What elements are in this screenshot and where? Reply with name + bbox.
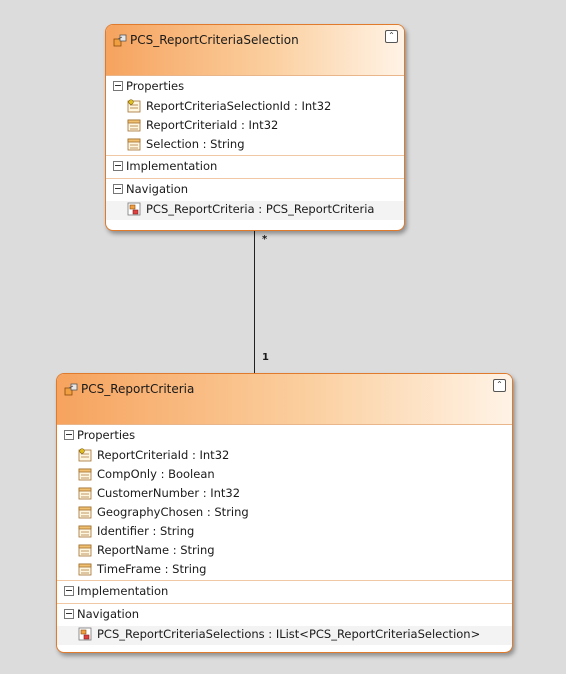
property-row[interactable]: ReportCriteriaId : Int32 — [106, 117, 404, 136]
section-label: Implementation — [126, 159, 218, 173]
multiplicity-many: * — [262, 234, 268, 245]
property-text: TimeFrame : String — [97, 562, 207, 576]
property-row[interactable]: ReportCriteriaId : Int32 — [57, 447, 512, 466]
property-row[interactable]: CompOnly : Boolean — [57, 466, 512, 485]
property-text: ReportName : String — [97, 543, 215, 557]
collapse-toggle-icon[interactable] — [113, 184, 123, 194]
divider — [106, 155, 404, 156]
entity-type-icon — [64, 383, 78, 396]
property-text: ReportCriteriaId : Int32 — [146, 118, 279, 132]
entity-header[interactable]: PCS_ReportCriteria ⌃ — [57, 374, 512, 425]
section-label: Implementation — [77, 584, 169, 598]
property-icon — [78, 487, 92, 500]
property-text: Selection : String — [146, 137, 245, 151]
property-text: Identifier : String — [97, 524, 195, 538]
property-icon — [127, 119, 141, 132]
property-row[interactable]: TimeFrame : String — [57, 561, 512, 580]
property-icon — [78, 563, 92, 576]
collapse-toggle-icon[interactable] — [113, 161, 123, 171]
section-label: Properties — [77, 428, 136, 442]
section-properties[interactable]: Properties — [57, 425, 512, 447]
property-text: PCS_ReportCriteriaSelections : IList<PCS… — [97, 627, 481, 641]
property-row[interactable]: ReportName : String — [57, 542, 512, 561]
section-label: Navigation — [126, 182, 189, 196]
entity-title: PCS_ReportCriteriaSelection — [130, 33, 299, 47]
section-implementation[interactable]: Implementation — [106, 156, 404, 178]
navigation-property-row[interactable]: PCS_ReportCriteria : PCS_ReportCriteria — [106, 201, 404, 220]
divider — [57, 580, 512, 581]
navigation-property-icon — [127, 202, 141, 216]
property-text: CompOnly : Boolean — [97, 467, 215, 481]
property-row[interactable]: ReportCriteriaSelectionId : Int32 — [106, 98, 404, 117]
collapse-toggle-icon[interactable] — [64, 586, 74, 596]
property-text: ReportCriteriaSelectionId : Int32 — [146, 99, 332, 113]
property-text: ReportCriteriaId : Int32 — [97, 448, 230, 462]
key-property-icon — [127, 99, 141, 113]
key-property-icon — [78, 448, 92, 462]
section-properties[interactable]: Properties — [106, 76, 404, 98]
property-icon — [78, 468, 92, 481]
section-label: Navigation — [77, 607, 140, 621]
property-icon — [78, 525, 92, 538]
property-row[interactable]: Identifier : String — [57, 523, 512, 542]
entity-header[interactable]: PCS_ReportCriteriaSelection ⌃ — [106, 25, 404, 76]
association-line[interactable] — [254, 230, 255, 373]
collapse-toggle-icon[interactable] — [113, 81, 123, 91]
entity-title: PCS_ReportCriteria — [81, 382, 195, 396]
navigation-property-icon — [78, 627, 92, 641]
property-row[interactable]: GeographyChosen : String — [57, 504, 512, 523]
property-icon — [127, 138, 141, 151]
property-text: CustomerNumber : Int32 — [97, 486, 241, 500]
entity-pcs-reportcriteria[interactable]: PCS_ReportCriteria ⌃ Properties ReportCr… — [56, 373, 513, 653]
property-icon — [78, 506, 92, 519]
property-text: GeographyChosen : String — [97, 505, 249, 519]
collapse-toggle-icon[interactable] — [64, 430, 74, 440]
entity-pcs-reportcriteriaselection[interactable]: PCS_ReportCriteriaSelection ⌃ Properties… — [105, 24, 405, 231]
entity-type-icon — [113, 34, 127, 47]
property-row[interactable]: CustomerNumber : Int32 — [57, 485, 512, 504]
collapse-icon[interactable]: ⌃ — [493, 379, 506, 392]
divider — [57, 603, 512, 604]
section-label: Properties — [126, 79, 185, 93]
collapse-toggle-icon[interactable] — [64, 609, 74, 619]
divider — [106, 178, 404, 179]
property-icon — [78, 544, 92, 557]
section-implementation[interactable]: Implementation — [57, 581, 512, 603]
section-navigation[interactable]: Navigation — [106, 179, 404, 201]
collapse-icon[interactable]: ⌃ — [385, 30, 398, 43]
property-text: PCS_ReportCriteria : PCS_ReportCriteria — [146, 202, 375, 216]
section-navigation[interactable]: Navigation — [57, 604, 512, 626]
property-row[interactable]: Selection : String — [106, 136, 404, 155]
navigation-property-row[interactable]: PCS_ReportCriteriaSelections : IList<PCS… — [57, 626, 512, 645]
multiplicity-one: 1 — [262, 352, 269, 363]
